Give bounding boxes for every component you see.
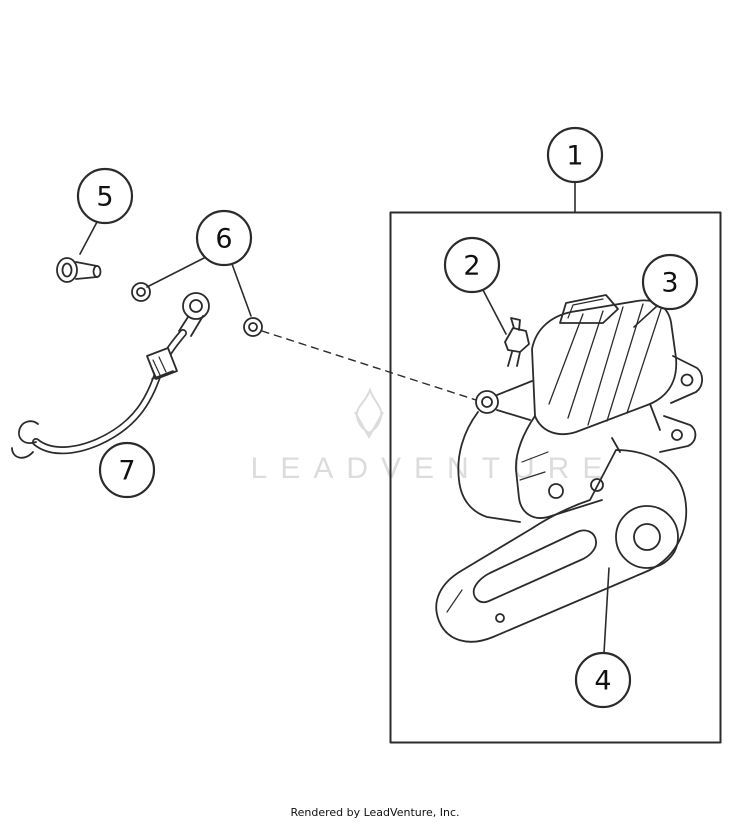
sealing-washer-front (131, 282, 151, 302)
hose-end-hook (18, 420, 39, 444)
leader-line-6b (231, 263, 252, 317)
callout-5[interactable]: 5 (76, 167, 134, 225)
leader-line-4 (603, 567, 610, 654)
watermark-flame-icon (355, 386, 383, 435)
hose-port-boss (475, 380, 533, 421)
callout-7[interactable]: 7 (98, 441, 156, 499)
callout-5-label: 5 (96, 181, 113, 212)
callout-6[interactable]: 6 (195, 209, 253, 267)
watermark: LEADVENTURE (251, 386, 616, 485)
callout-3-label: 3 (661, 267, 678, 298)
callout-4-label: 4 (594, 665, 611, 696)
callout-1-label: 1 (566, 140, 583, 171)
callouts: 1 2 3 4 5 6 7 (76, 126, 699, 709)
callout-2[interactable]: 2 (443, 236, 501, 294)
leader-line-6a (146, 256, 207, 288)
footer-credit: Rendered by LeadVenture, Inc. (290, 806, 460, 819)
banjo-fitting (178, 292, 210, 337)
caliper-assembly (457, 294, 704, 523)
caliper-bracket (435, 449, 687, 643)
bleeder-valve (504, 317, 530, 367)
leader-lines (79, 181, 658, 654)
watermark-text: LEADVENTURE (251, 452, 616, 485)
callout-1[interactable]: 1 (546, 126, 604, 184)
alignment-dashed-line (261, 330, 477, 401)
callout-6-label: 6 (215, 223, 232, 254)
brake-hose (11, 329, 187, 459)
callout-2-label: 2 (463, 250, 480, 281)
callout-3[interactable]: 3 (641, 253, 699, 311)
sealing-washer-rear (243, 317, 263, 337)
callout-7-label: 7 (118, 455, 135, 486)
leader-line-5 (79, 221, 98, 255)
banjo-bolt (56, 257, 102, 283)
callout-4[interactable]: 4 (574, 651, 632, 709)
leader-line-2 (482, 289, 507, 335)
assembly-boundary-box (389, 211, 722, 744)
watermark-v-icon (354, 411, 384, 440)
leader-line-3 (633, 305, 658, 328)
